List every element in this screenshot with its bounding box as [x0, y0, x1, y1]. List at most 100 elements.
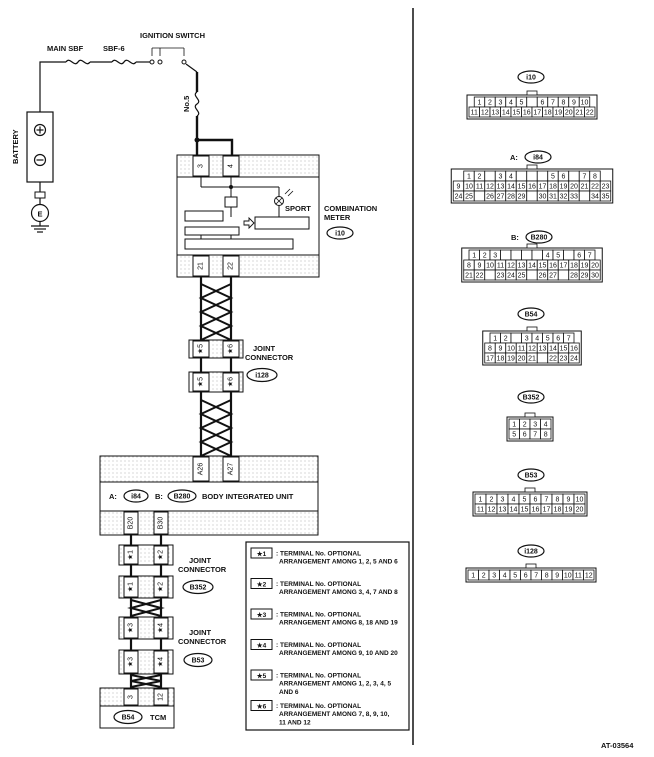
pin-number: 14	[510, 507, 518, 514]
pin-cell	[536, 170, 549, 182]
connector-i84-label: i84	[533, 155, 543, 162]
meter-pin-4: 4	[228, 164, 235, 168]
pin-number: 18	[549, 184, 557, 191]
pin-number: 8	[593, 174, 597, 181]
pin-number: 11	[518, 346, 525, 353]
pin-number: 8	[544, 432, 548, 439]
pin-number: 11	[476, 184, 483, 191]
pin-number: 27	[549, 273, 557, 280]
pin-cell	[568, 352, 580, 364]
connector-i84-oval	[524, 150, 552, 164]
pin-number: 32	[560, 194, 568, 201]
pin-number: 5	[512, 432, 516, 439]
pin-number: 30	[539, 194, 547, 201]
legend-mark: ★5	[257, 672, 267, 680]
pin-number: 14	[549, 346, 557, 353]
pin-number: 14	[502, 110, 510, 117]
connector-b280-label-diagram: B280	[174, 494, 191, 501]
pin-number: 8	[556, 497, 560, 504]
legend-mark: ★1	[257, 550, 267, 558]
connector-b54-oval-diagram	[113, 709, 143, 725]
main-sbf-label: MAIN SBF	[47, 44, 84, 53]
pin-number: 12	[486, 184, 494, 191]
connector-b54-oval	[517, 307, 545, 321]
pin-cell	[515, 170, 528, 182]
twisted-pair-2	[198, 392, 234, 457]
pin-number: 9	[499, 346, 503, 353]
pin-number: 3	[499, 174, 503, 181]
pin-number: 20	[570, 184, 578, 191]
pin-cell	[578, 190, 591, 202]
joint-connector-i128: ★5 ★6 ★5 ★6	[188, 339, 244, 393]
pin-number: 15	[512, 110, 520, 117]
pin-number: 34	[591, 194, 599, 201]
b53-bottom-pin-3: ★3	[127, 657, 135, 667]
signal-arrow-icon	[243, 216, 255, 230]
pin-cell	[521, 249, 533, 261]
pin-number: 25	[518, 273, 526, 280]
pin-number: 5	[523, 497, 527, 504]
pin-number: 4	[503, 573, 507, 580]
pin-number: 22	[586, 110, 594, 117]
face-prefix: A:	[510, 153, 518, 162]
pin-number: 19	[565, 507, 573, 514]
i128-bottom-pin-5: ★5	[197, 377, 205, 387]
joint-connector-b352: ★1 ★2 ★1 ★2	[118, 544, 174, 599]
b352-bottom-pin-2: ★2	[157, 582, 165, 592]
meter-pin-3: 3	[198, 164, 205, 168]
connector-b53-label: B53	[525, 473, 538, 480]
sbf6-fuse	[111, 59, 137, 65]
joint-connector-b53: ★3 ★4 ★3 ★4	[118, 616, 174, 675]
main-sbf-fuse	[65, 59, 91, 65]
pin-number: 33	[570, 194, 578, 201]
biu-b-prefix: B:	[155, 492, 163, 501]
pin-number: 15	[539, 263, 547, 270]
pin-number: 10	[507, 346, 515, 353]
pin-number: 4	[544, 422, 548, 429]
legend-mark-box	[250, 700, 273, 711]
ignition-switch-contact	[181, 59, 187, 65]
biu-pin-b30: B30	[158, 517, 165, 530]
pin-number: 2	[488, 100, 492, 107]
biu-a-prefix: A:	[109, 492, 117, 501]
legend-box	[245, 541, 410, 731]
pin-number: 6	[556, 336, 560, 343]
joint-connector-label-1b: CONNECTOR	[245, 353, 294, 362]
pin-number: 3	[525, 336, 529, 343]
pin-number: 15	[518, 184, 526, 191]
pin-number: 19	[560, 184, 568, 191]
pin-number: 27	[497, 194, 505, 201]
pin-number: 3	[533, 422, 537, 429]
body-integrated-unit-label: BODY INTEGRATED UNIT	[202, 492, 294, 501]
pin-number: 21	[581, 184, 589, 191]
pin-number: 8	[562, 100, 566, 107]
pin-number: 2	[482, 573, 486, 580]
pin-number: 2	[490, 497, 494, 504]
pin-number: 16	[570, 346, 578, 353]
connector-b352-label-diagram: B352	[190, 585, 207, 592]
joint-connector-label-2: JOINT	[189, 556, 212, 565]
pin-number: 4	[512, 497, 516, 504]
connector-b352-oval-diagram	[182, 579, 214, 595]
i128-bottom-pin-6: ★6	[227, 377, 235, 387]
combination-meter-label-2: METER	[324, 213, 351, 222]
pin-cell	[526, 269, 538, 281]
pin-number: 6	[524, 573, 528, 580]
pin-number: 14	[507, 184, 515, 191]
legend-mark: ★2	[257, 580, 267, 588]
sbf6-label: SBF-6	[103, 44, 125, 53]
connector-lock-tab	[524, 412, 536, 418]
pin-number: 4	[535, 336, 539, 343]
pin-number: 21	[575, 110, 583, 117]
legend-mark-box	[250, 578, 273, 589]
pin-number: 6	[523, 432, 527, 439]
pin-number: 16	[523, 110, 531, 117]
pin-number: 18	[554, 507, 562, 514]
pin-number: 7	[588, 253, 592, 260]
tcm-label: TCM	[150, 713, 166, 722]
